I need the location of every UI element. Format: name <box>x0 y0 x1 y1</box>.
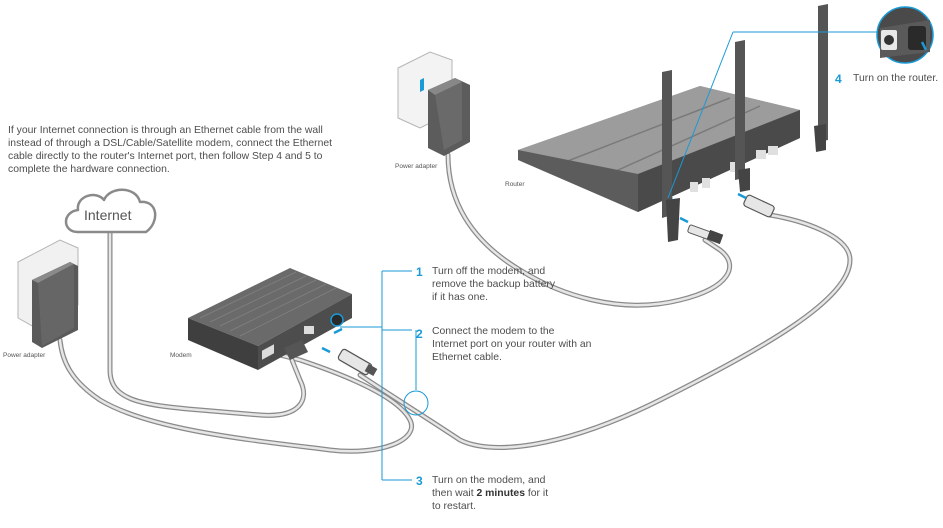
step-bracket <box>340 270 429 481</box>
step-3-text-bold: 2 minutes <box>476 488 525 499</box>
modem-device <box>188 268 352 370</box>
step-3-text-b: for it to restart. <box>432 488 549 512</box>
step-3-number: 3 <box>416 474 423 488</box>
modem-label: Modem <box>170 352 192 359</box>
internet-cloud-label: Internet <box>84 207 132 223</box>
power-adapter-top-label: Power adapter <box>395 163 438 170</box>
arrow-router-2 <box>737 192 747 200</box>
step-4-number: 4 <box>835 72 842 86</box>
router-antennas <box>662 4 828 242</box>
arrow-modem-1 <box>321 346 331 354</box>
arrow-modem-2 <box>333 327 343 335</box>
power-button-callout <box>667 6 934 199</box>
step-3-text-a: Turn on the modem, and then wait <box>432 475 546 499</box>
step-1-number: 1 <box>416 265 423 279</box>
intro-text: If your Internet connection is through a… <box>8 125 333 175</box>
arrow-router-1 <box>679 216 689 224</box>
power-adapter-left-label: Power adapter <box>3 352 46 359</box>
internet-cloud-icon <box>64 188 157 234</box>
router-device <box>518 86 800 212</box>
modem-connectors <box>284 340 378 376</box>
arrow-power-button <box>920 41 928 51</box>
step-3-text: Turn on the modem, and then wait 2 minut… <box>432 474 556 513</box>
top-power-adapter <box>397 51 470 156</box>
step-2-text: Connect the modem to the Internet port o… <box>432 326 592 363</box>
cables <box>57 152 853 454</box>
left-power-adapter <box>17 239 79 348</box>
router-connectors <box>687 194 775 245</box>
step-2-number: 2 <box>416 327 423 341</box>
step-1-text: Turn off the modem, and remove the backu… <box>432 266 556 303</box>
step-4-text: Turn on the router. <box>853 73 939 84</box>
router-label: Router <box>505 181 525 188</box>
